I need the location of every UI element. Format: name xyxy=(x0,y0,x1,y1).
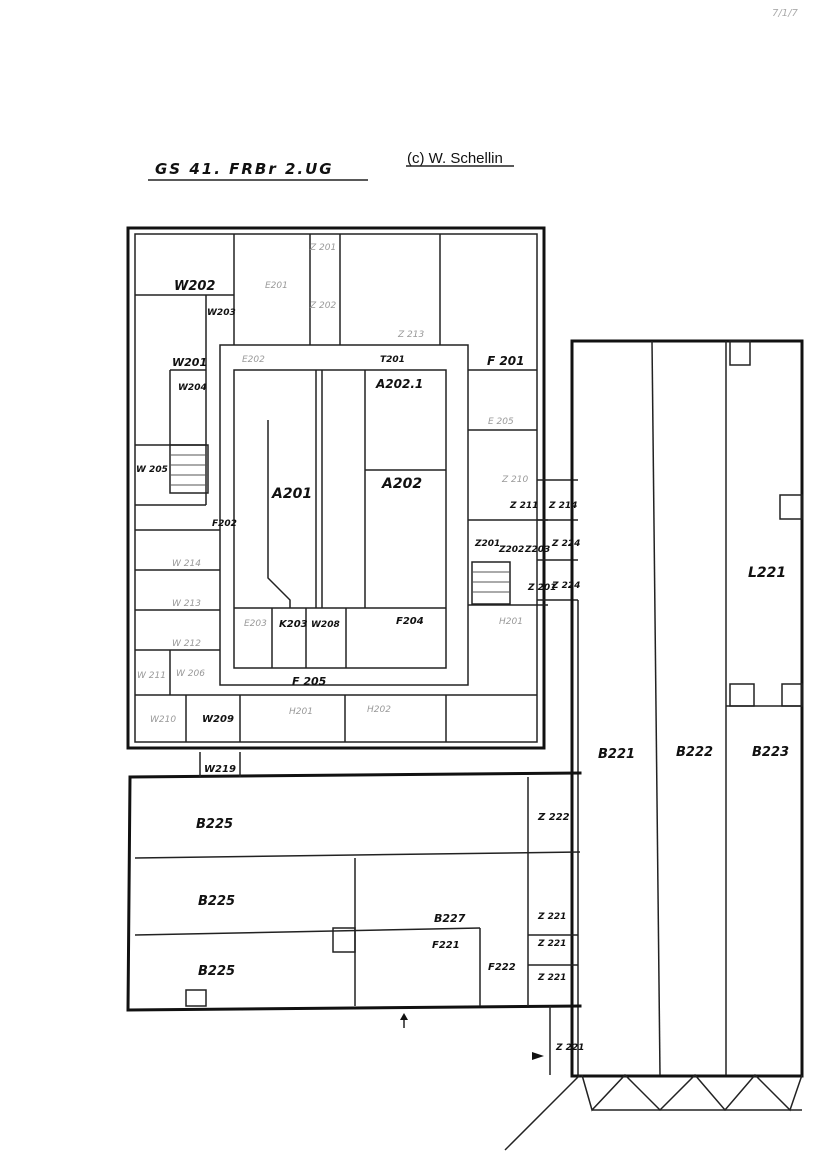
room-label-z221a: Z 221 xyxy=(537,912,566,922)
room-label-h201: H201 xyxy=(499,617,523,627)
room-label-z224a: Z 224 xyxy=(551,539,580,549)
room-label-w211: W 211 xyxy=(137,671,166,681)
room-label-b227: B227 xyxy=(434,912,466,925)
room-label-f205: F 205 xyxy=(292,675,327,688)
room-label-b225c: B225 xyxy=(198,964,235,979)
room-label-e201: E201 xyxy=(265,281,288,291)
lower-building xyxy=(126,752,582,1151)
right-hall xyxy=(570,339,804,1112)
room-label-t201: T201 xyxy=(380,355,405,365)
room-label-k203: K203 xyxy=(279,619,308,630)
copyright-text: (c) W. Schellin xyxy=(407,150,503,167)
room-label-z221d: Z 221 xyxy=(555,1043,584,1053)
room-label-w219: W219 xyxy=(204,764,236,775)
room-labels: W202 W203 W201 W204 W 205 Z 201 Z 202 Z … xyxy=(136,243,789,1053)
room-label-w206: W 206 xyxy=(176,669,205,679)
room-label-w212: W 212 xyxy=(172,639,201,649)
room-label-b225a: B225 xyxy=(196,817,233,832)
room-label-f221: F221 xyxy=(432,940,460,951)
room-label-w208: W208 xyxy=(311,620,340,630)
room-label-top-2: Z 202 xyxy=(309,301,336,311)
room-label-l221: L221 xyxy=(748,565,786,581)
room-label-w205: W 205 xyxy=(136,465,168,475)
room-label-b223: B223 xyxy=(752,745,789,760)
corner-mark: 7/1/7 xyxy=(772,8,798,19)
room-label-z201b: Z 201 xyxy=(527,583,556,593)
room-label-top-1: Z 201 xyxy=(309,243,336,253)
room-label-w204: W204 xyxy=(178,383,207,393)
room-label-a2021: A202.1 xyxy=(375,377,423,391)
room-label-top-3: Z 213 xyxy=(397,330,424,340)
room-label-f204: F204 xyxy=(396,616,424,627)
room-label-z210: Z 210 xyxy=(501,475,528,485)
room-label-z224b: Z 224 xyxy=(551,581,580,591)
room-label-z221b: Z 221 xyxy=(537,939,566,949)
room-label-b222: B222 xyxy=(676,745,713,760)
room-label-z221c: Z 221 xyxy=(537,973,566,983)
room-label-z214: Z 214 xyxy=(548,501,577,511)
room-label-e205: E 205 xyxy=(488,417,514,427)
room-label-w202: W202 xyxy=(174,279,215,294)
room-label-f222: F222 xyxy=(488,962,516,973)
room-label-w201: W201 xyxy=(172,356,207,369)
room-label-z222: Z 222 xyxy=(537,812,570,823)
room-label-z203: Z203 xyxy=(524,545,550,555)
room-label-a201: A201 xyxy=(271,486,312,502)
room-label-w213: W 213 xyxy=(172,599,201,609)
room-label-z202: Z202 xyxy=(498,545,524,555)
room-label-e203: E203 xyxy=(244,619,267,629)
room-label-h202: H202 xyxy=(367,705,391,715)
room-label-a202: A202 xyxy=(381,476,422,492)
room-label-w203: W203 xyxy=(207,308,236,318)
room-label-b225b: B225 xyxy=(198,894,235,909)
left-building xyxy=(126,226,548,750)
room-label-f202: F202 xyxy=(212,519,237,529)
room-label-w209: W209 xyxy=(202,714,234,725)
room-label-z211: Z 211 xyxy=(509,501,538,511)
room-label-z201a: Z201 xyxy=(474,539,500,549)
room-label-e202: E202 xyxy=(242,355,265,365)
room-label-f201: F 201 xyxy=(487,354,524,368)
plan-title: GS 41. FRBr 2.UG xyxy=(155,160,334,178)
room-label-b221: B221 xyxy=(598,747,635,762)
room-label-h201b: H201 xyxy=(289,707,313,717)
room-label-w210: W210 xyxy=(150,715,176,725)
room-label-w214: W 214 xyxy=(172,559,201,569)
